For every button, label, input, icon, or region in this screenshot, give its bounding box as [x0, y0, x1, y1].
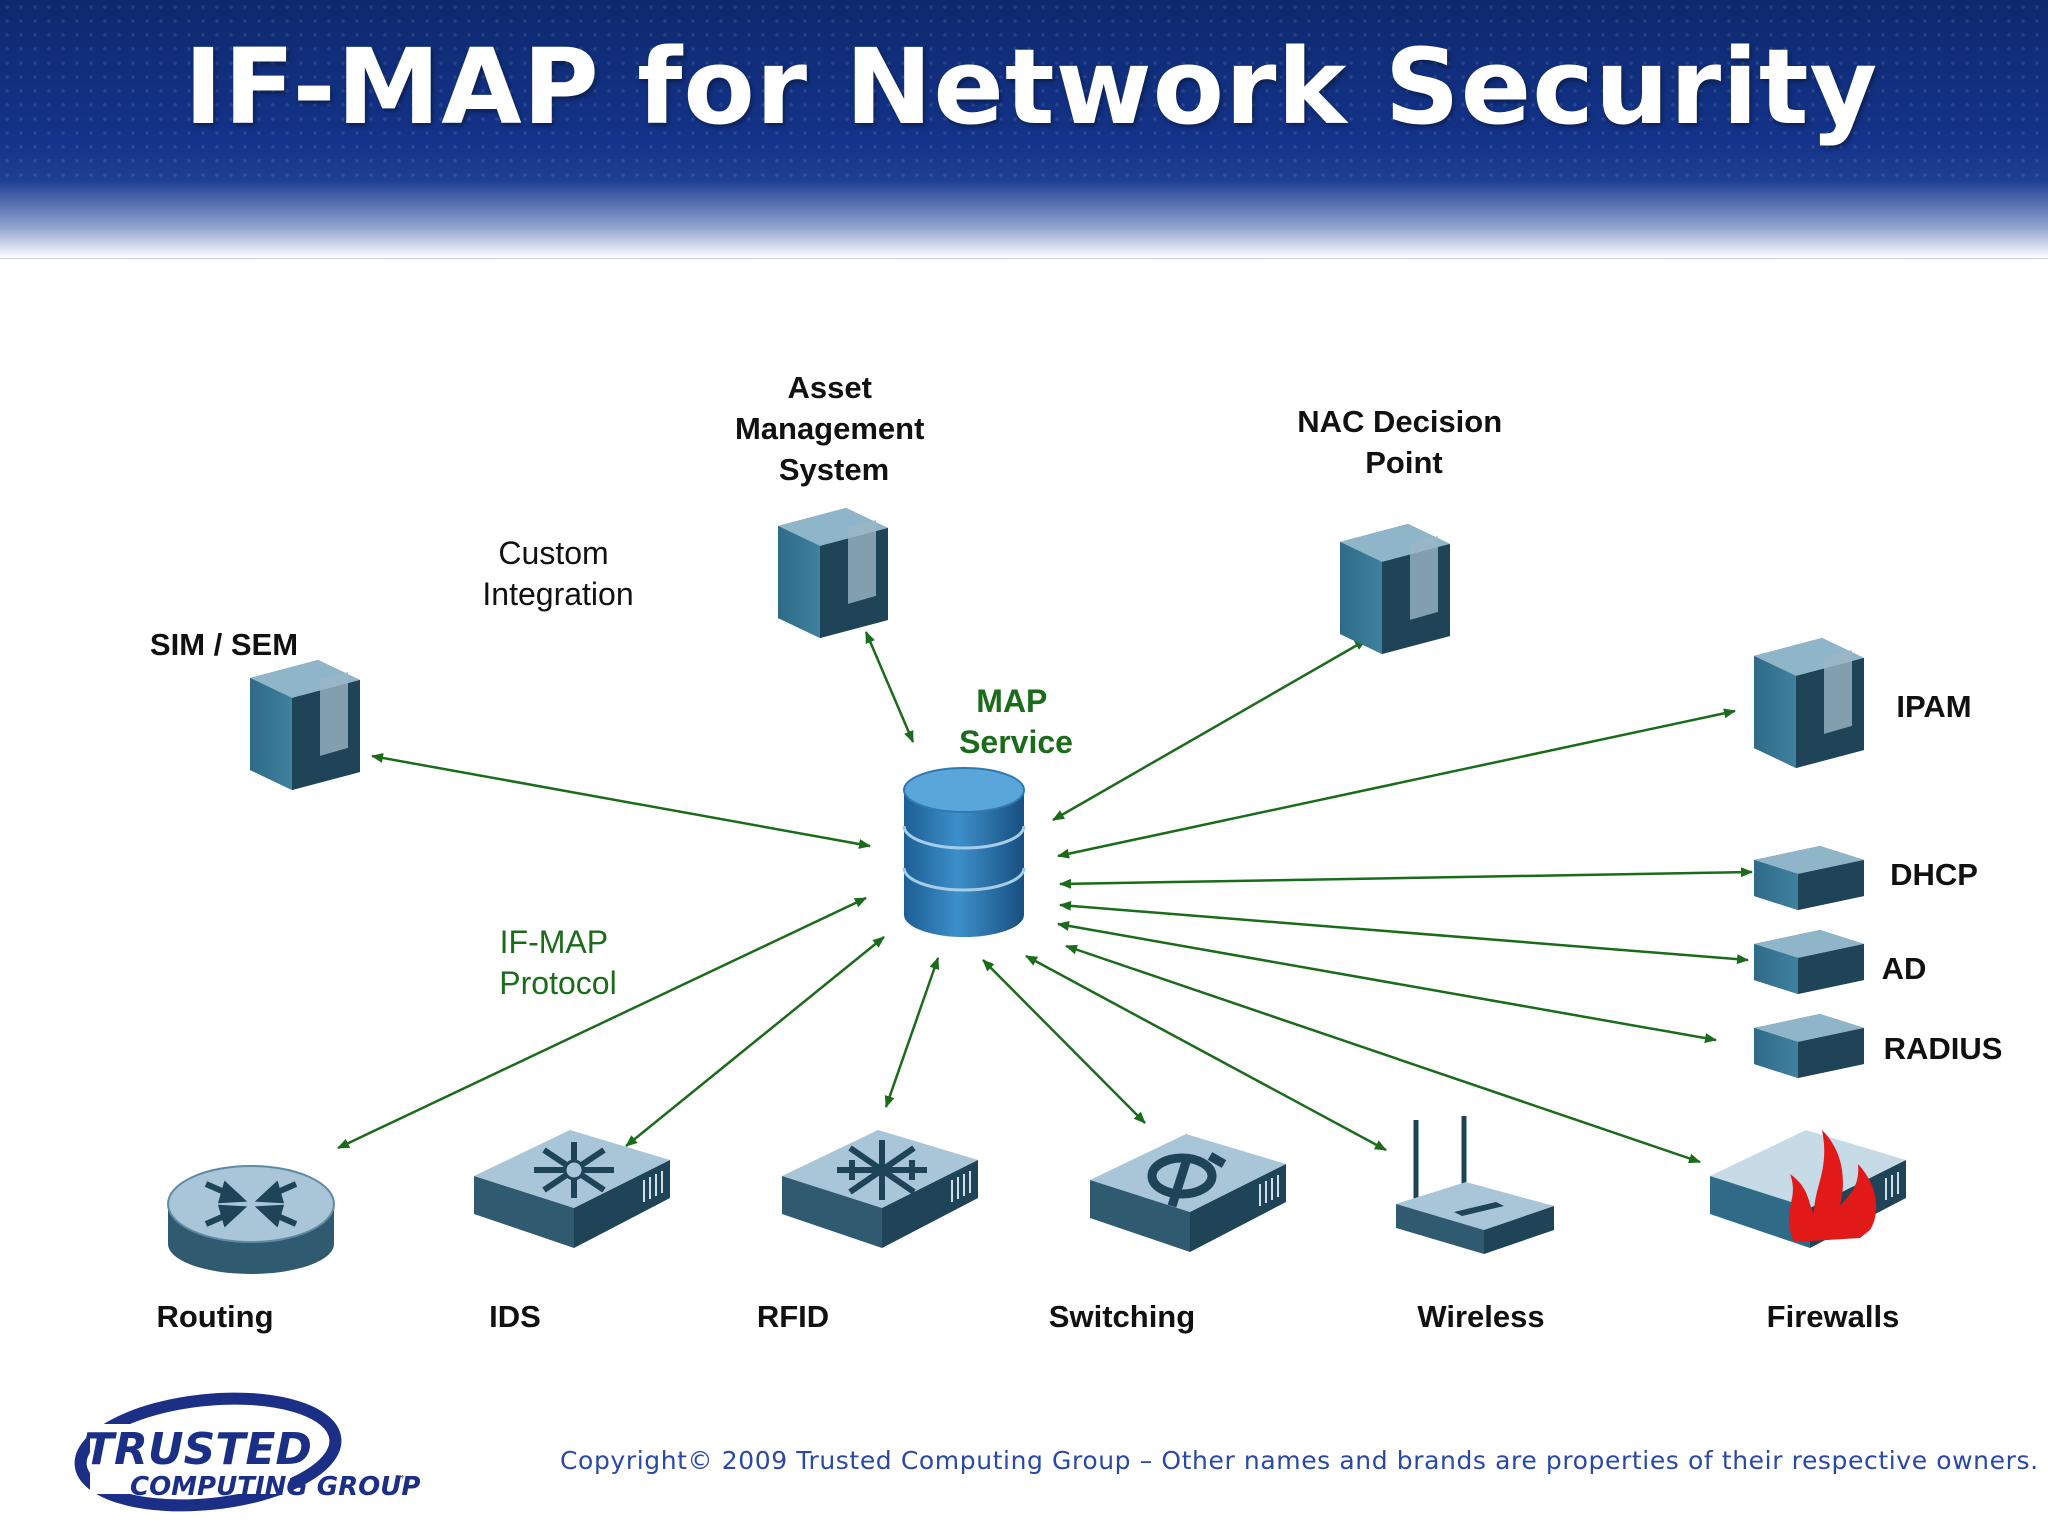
link-firewalls: [1065, 944, 1701, 1164]
routing-label: Routing: [156, 1299, 273, 1334]
link-ad: [1059, 900, 1749, 965]
ad-label: AD: [1882, 951, 1927, 986]
map-service-label: MAP Service: [959, 683, 1073, 760]
connection-arrows: [337, 631, 1753, 1164]
link-ipam: [1057, 708, 1736, 859]
ids-appliance-icon: [474, 1130, 670, 1248]
dhcp-label: DHCP: [1890, 857, 1978, 892]
wireless-label: Wireless: [1417, 1299, 1544, 1334]
database-icon: [902, 767, 1026, 937]
svg-text:COMPUTING GROUP: COMPUTING GROUP: [130, 1472, 420, 1502]
svg-text:TRUSTED: TRUSTED: [84, 1424, 312, 1475]
server-rack-icon: [1754, 1014, 1864, 1078]
svg-text:™: ™: [394, 1473, 406, 1487]
server-rack-icon: [1754, 930, 1864, 994]
server-tower-icon: [250, 660, 360, 790]
server-tower-icon: [1754, 638, 1864, 768]
firewalls-label: Firewalls: [1767, 1299, 1900, 1334]
server-rack-icon: [1754, 846, 1864, 910]
asset-label: Asset Management System: [735, 370, 933, 487]
link-ids: [625, 936, 885, 1147]
link-asset: [864, 631, 915, 743]
wireless-ap-icon: [1396, 1116, 1554, 1254]
custom-integration-label: Custom Integration: [482, 535, 633, 612]
sim-label: SIM / SEM: [150, 627, 298, 662]
link-radius: [1057, 920, 1717, 1044]
link-switching: [982, 959, 1146, 1124]
link-dhcp: [1059, 867, 1753, 889]
rfid-appliance-icon: [782, 1130, 978, 1248]
ids-label: IDS: [489, 1299, 541, 1334]
trusted-computing-group-logo: TRUSTED COMPUTING GROUP ™: [74, 1392, 420, 1512]
router-icon: [167, 1165, 335, 1274]
server-tower-icon: [778, 508, 888, 638]
rfid-label: RFID: [757, 1299, 829, 1334]
page-title: IF-MAP for Network Security: [184, 26, 1879, 148]
link-sim: [371, 753, 871, 849]
link-rfid: [884, 957, 940, 1108]
firewall-icon: [1710, 1130, 1906, 1248]
switching-label: Switching: [1049, 1299, 1195, 1334]
ipam-label: IPAM: [1896, 689, 1971, 724]
link-nac: [1052, 638, 1367, 822]
nac-label: NAC Decision Point: [1297, 404, 1511, 480]
switch-appliance-icon: [1090, 1134, 1286, 1252]
ifmap-protocol-label: IF-MAP Protocol: [499, 924, 616, 1001]
copyright-footer: Copyright© 2009 Trusted Computing Group …: [560, 1446, 2039, 1475]
server-tower-icon: [1340, 524, 1450, 654]
radius-label: RADIUS: [1884, 1031, 2003, 1066]
link-wireless: [1025, 954, 1387, 1152]
title-banner: IF-MAP for Network Security: [0, 0, 2048, 259]
